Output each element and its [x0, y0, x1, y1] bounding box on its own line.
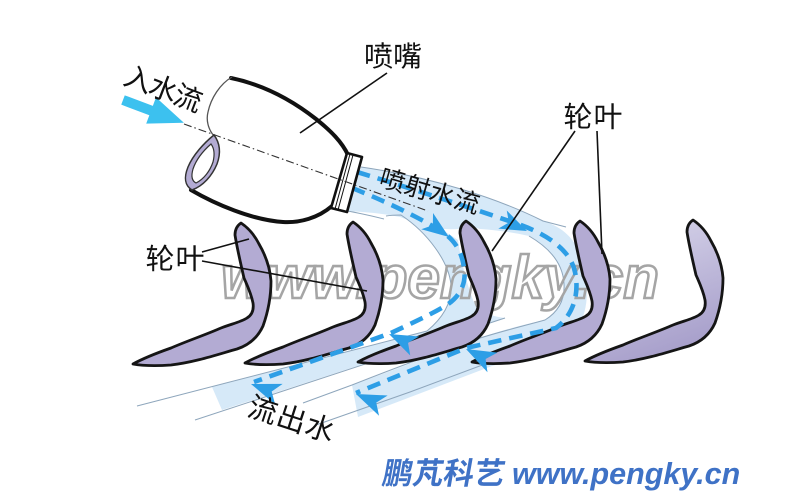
svg-text:www.pengky.cn: www.pengky.cn — [512, 457, 740, 491]
